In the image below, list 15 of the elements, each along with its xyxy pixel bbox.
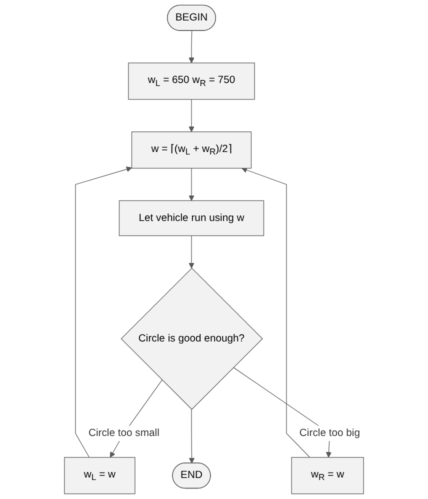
node-box: w$_{L}$ = 650 w$_{R}$ = 750 xyxy=(128,62,255,100)
arrow xyxy=(188,235,194,268)
edge-label: Circle too small xyxy=(88,428,160,439)
edge-label: Circle too big xyxy=(299,428,360,439)
arrow xyxy=(75,166,132,458)
node-box: w = ⌈(w$_{L}$ + w$_{R}$)/2⌉ xyxy=(131,131,252,169)
arrow xyxy=(188,99,194,132)
node-diamond: Circle is good enough? xyxy=(120,268,263,410)
node-box: w$_{R}$ = w xyxy=(291,457,364,494)
arrow xyxy=(241,167,310,458)
arrow xyxy=(188,168,194,201)
node-box: w$_{L}$ = w xyxy=(64,457,136,494)
arrow xyxy=(188,409,195,464)
arrow xyxy=(188,30,194,64)
node-box: Let vehicle run using w xyxy=(118,200,264,236)
